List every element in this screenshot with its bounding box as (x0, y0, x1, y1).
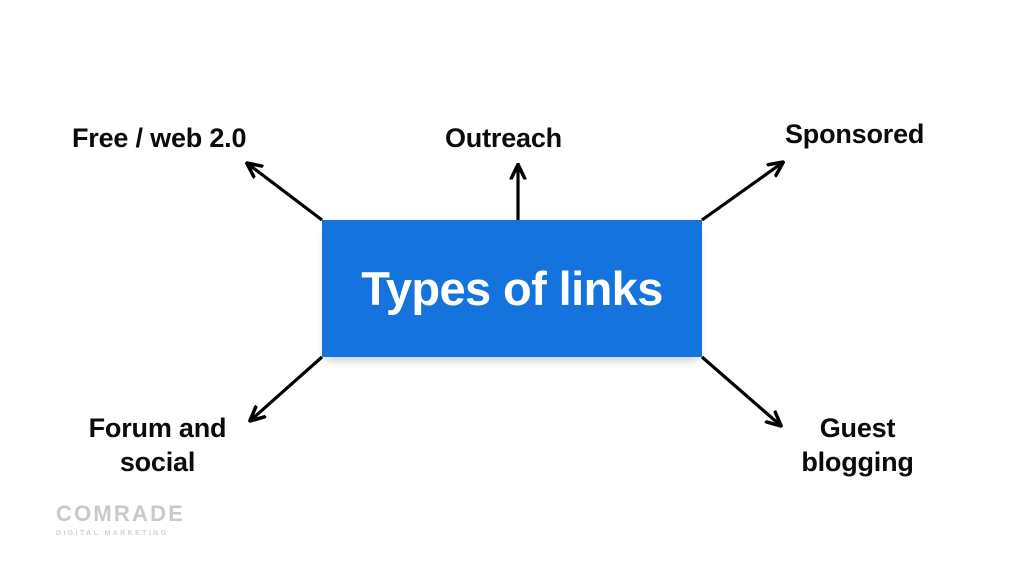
center-node-title: Types of links (361, 262, 663, 315)
watermark-brand-name: COMRADE (56, 501, 186, 526)
label-sponsored: Sponsored (785, 119, 925, 149)
watermark-comrade: COMRADE DIGITAL MARKETING (56, 503, 226, 540)
label-outreach: Outreach (445, 123, 562, 153)
label-guest-blogging: Guest blogging (801, 413, 914, 477)
watermark-tagline: DIGITAL MARKETING (56, 530, 169, 537)
arrow-to-free-web20 (248, 164, 323, 222)
arrow-to-sponsored (701, 163, 782, 222)
center-node-types-of-links: Types of links (322, 220, 702, 357)
label-free-web-2-0: Free / web 2.0 (72, 123, 247, 153)
arrow-to-forum-and-social (251, 355, 324, 420)
label-forum-and-social: Forum and social (88, 413, 227, 477)
